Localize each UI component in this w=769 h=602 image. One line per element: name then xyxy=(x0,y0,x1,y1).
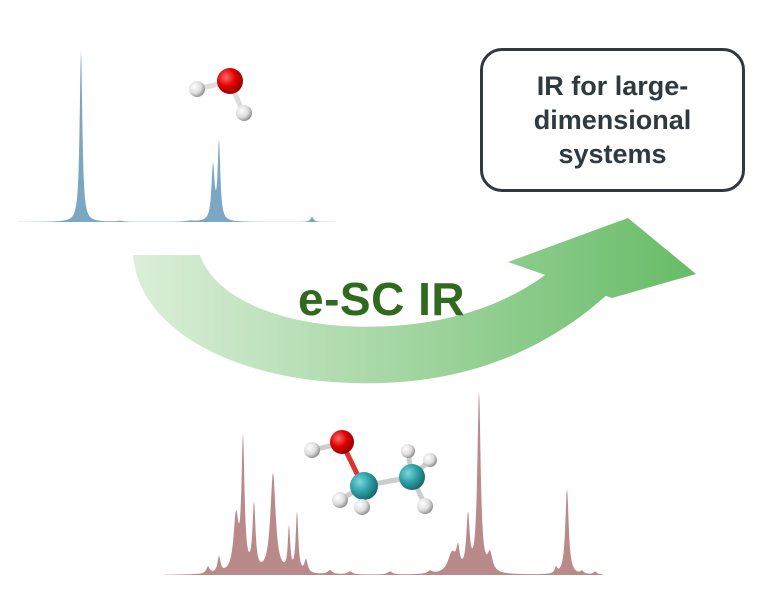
oxygen-atom xyxy=(217,68,243,94)
hydrogen-atom xyxy=(423,453,437,467)
oxygen-atom xyxy=(330,430,354,454)
spectrum-area xyxy=(18,49,335,222)
hydrogen-atom xyxy=(189,81,205,97)
spectrum-area xyxy=(165,391,603,575)
result-line: systems xyxy=(558,139,667,169)
result-box: IR for large- dimensional systems xyxy=(480,48,745,192)
result-line: IR for large- xyxy=(536,71,689,101)
arrow-body xyxy=(133,255,612,384)
hydrogen-atom xyxy=(401,444,415,458)
carbon-atom xyxy=(350,472,378,500)
ethanol-molecule xyxy=(304,430,437,515)
hydrogen-atom xyxy=(332,492,348,508)
hydrogen-atom xyxy=(236,105,252,121)
ethanol-ir-spectrum xyxy=(165,391,603,575)
hydrogen-atom xyxy=(417,498,433,514)
hydrogen-atom xyxy=(304,442,320,458)
method-label: e-SC IR xyxy=(298,273,466,325)
water-molecule xyxy=(189,68,252,121)
carbon-atom xyxy=(399,464,425,490)
hydrogen-atom xyxy=(354,499,370,515)
result-line: dimensional xyxy=(533,105,692,135)
curved-arrow xyxy=(133,218,696,384)
water-ir-spectrum xyxy=(18,49,335,222)
arrow-head xyxy=(508,218,696,298)
